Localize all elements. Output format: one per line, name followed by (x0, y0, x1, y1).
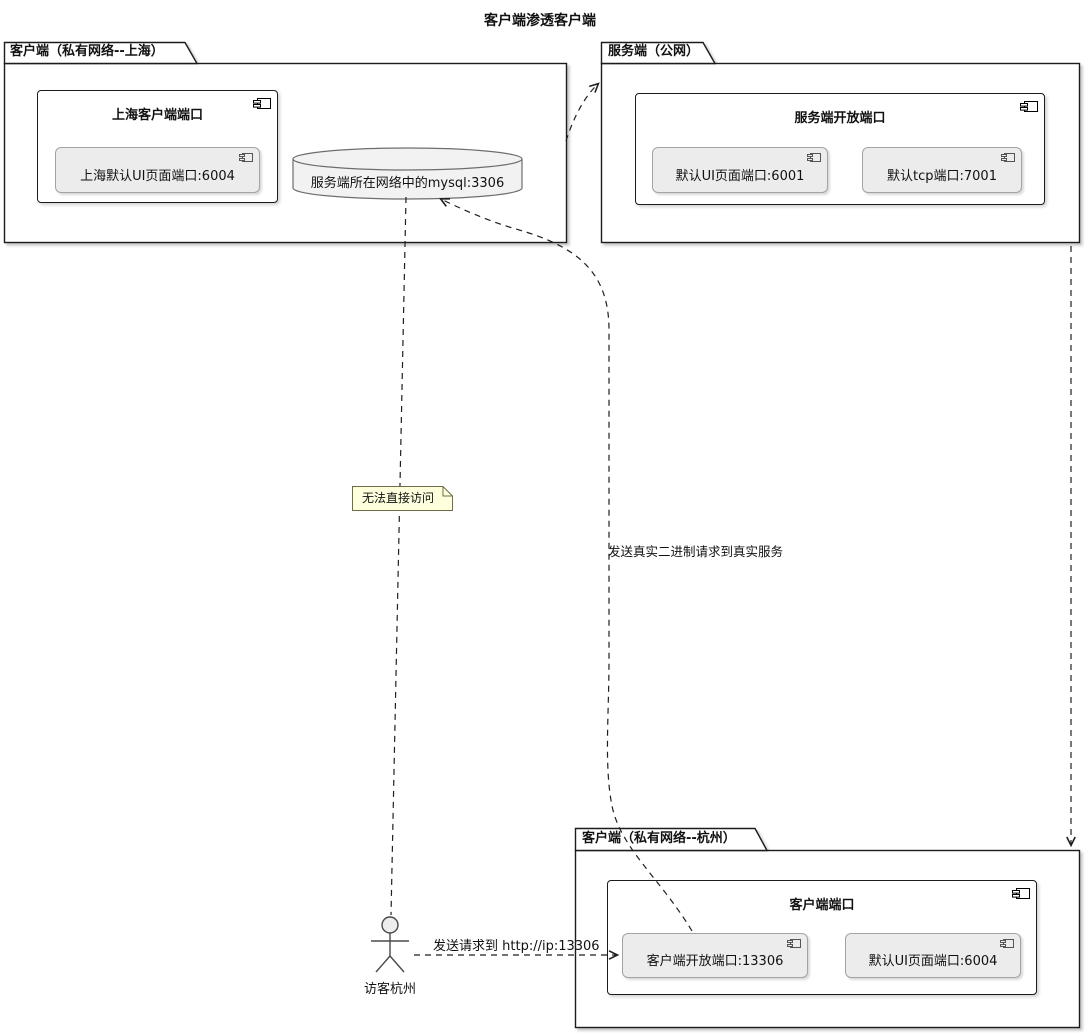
note-text: 无法直接访问 (361, 491, 434, 505)
port-shanghai-ui-6004: 上海默认UI页面端口:6004 (55, 147, 260, 193)
component-icon (1000, 152, 1016, 167)
component-icon (1019, 99, 1039, 118)
package-shanghai-tab (3, 41, 199, 65)
database-cylinder-icon (292, 147, 523, 200)
component-title: 上海客户端端口 (111, 108, 203, 123)
port-server-ui-6001: 默认UI页面端口:6001 (652, 147, 828, 193)
package-label-shanghai: 客户端（私有网络--上海） (10, 44, 164, 59)
component-icon (252, 96, 272, 115)
component-icon (238, 152, 254, 167)
package-label-server: 服务端（公网） (608, 44, 700, 59)
component-icon (786, 938, 802, 953)
port-hangzhou-open-13306: 客户端开放端口:13306 (622, 933, 808, 978)
package-server-tab (600, 41, 717, 65)
port-label: 客户端开放端口:13306 (646, 954, 784, 969)
port-server-tcp-7001: 默认tcp端口:7001 (862, 147, 1022, 193)
package-label-hangzhou: 客户端（私有网络--杭州） (582, 831, 736, 846)
port-hangzhou-ui-6004: 默认UI页面端口:6004 (845, 933, 1021, 978)
actor-icon (371, 916, 409, 973)
port-label: 默认UI页面端口:6004 (868, 954, 998, 969)
component-icon (806, 152, 822, 167)
edge-label-http-request: 发送请求到 http://ip:13306 (433, 939, 600, 954)
diagram-title: 客户端渗透客户端 (484, 13, 596, 29)
component-title: 客户端端口 (789, 898, 855, 913)
port-label: 上海默认UI页面端口:6004 (80, 168, 235, 184)
edge-label-real-binary: 发送真实二进制请求到真实服务 (608, 544, 784, 559)
note-cannot-access: 无法直接访问 (352, 486, 453, 511)
component-icon (999, 938, 1015, 953)
port-label: 默认UI页面端口:6001 (675, 168, 805, 184)
database-label: 服务端所在网络中的mysql:3306 (310, 176, 505, 191)
port-label: 默认tcp端口:7001 (887, 168, 997, 184)
component-title: 服务端开放端口 (794, 111, 886, 126)
actor-label: 访客杭州 (363, 982, 416, 997)
component-icon (1011, 886, 1031, 905)
